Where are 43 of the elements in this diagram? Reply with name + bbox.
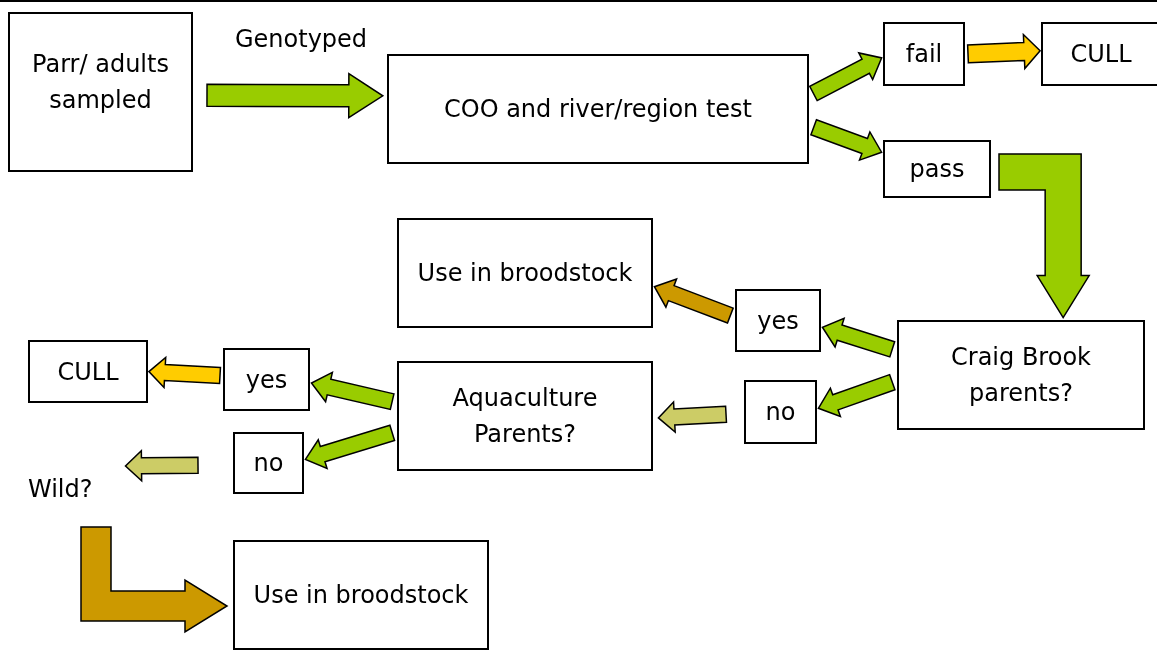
box-label: pass	[909, 154, 965, 185]
box-label: CULL	[1070, 39, 1132, 70]
block-arrow	[998, 153, 1091, 320]
process-box	[735, 289, 821, 352]
block-arrow	[80, 526, 229, 634]
block-arrow	[147, 355, 222, 390]
process-box	[233, 540, 489, 650]
process-box	[223, 348, 310, 411]
box-label: no	[765, 397, 796, 428]
box-label: Aquaculture Parents?	[451, 383, 599, 450]
process-box	[883, 22, 965, 86]
process-box	[387, 54, 809, 164]
process-box	[883, 140, 991, 198]
block-arrow	[809, 118, 883, 162]
block-arrow	[817, 373, 896, 418]
process-box	[1041, 22, 1157, 86]
block-arrow	[966, 32, 1042, 71]
process-box	[28, 340, 148, 403]
box-label: fail	[905, 39, 943, 70]
process-box	[8, 12, 193, 172]
box-label: no	[253, 448, 284, 479]
process-box	[397, 218, 653, 328]
process-box	[897, 320, 1145, 430]
block-arrow	[304, 424, 396, 470]
box-label: Craig Brook parents?	[950, 342, 1092, 409]
box-label: Use in broodstock	[417, 258, 633, 289]
process-box	[233, 432, 304, 494]
block-arrow	[310, 371, 395, 411]
block-arrow	[808, 51, 883, 102]
box-label: Parr/ adults sampled	[31, 49, 170, 116]
block-arrow	[124, 449, 199, 483]
box-label: yes	[757, 305, 799, 337]
box-label: yes	[245, 364, 288, 396]
process-box	[744, 380, 817, 444]
block-arrow	[206, 72, 385, 120]
box-label: Use in broodstock	[253, 580, 469, 611]
process-box	[397, 361, 653, 471]
block-arrow	[653, 277, 735, 324]
block-arrow	[821, 317, 896, 358]
block-arrow	[657, 400, 728, 434]
text-label: Wild?	[28, 474, 93, 505]
box-label: COO and river/region test	[444, 94, 752, 125]
box-label: CULL	[57, 356, 119, 388]
